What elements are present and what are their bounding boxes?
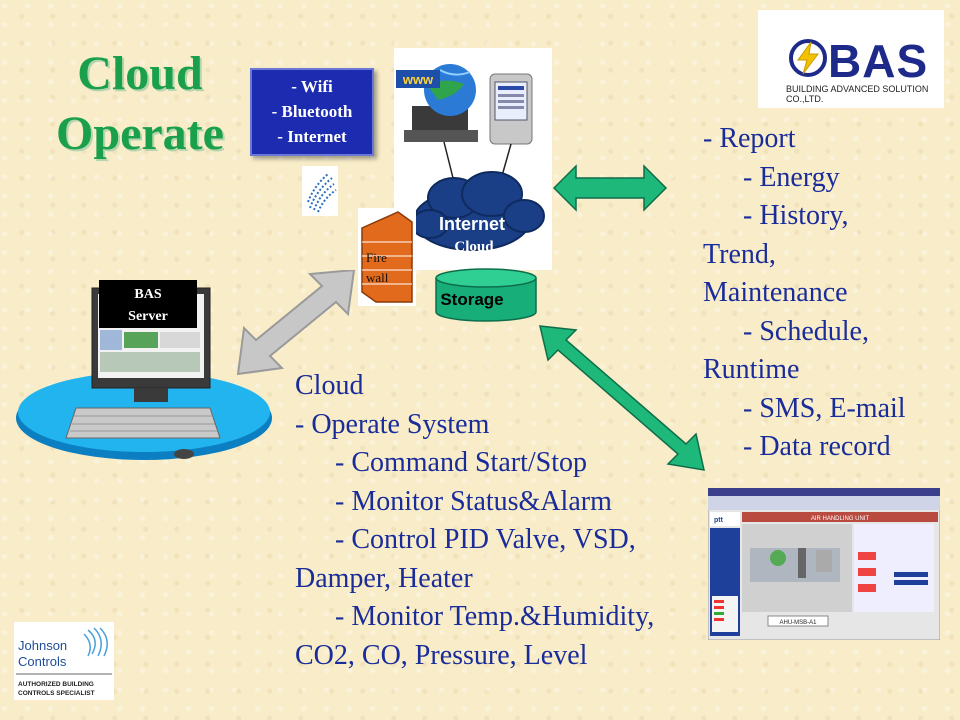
cloud-report-arrow — [552, 164, 668, 212]
server-label-2: Server — [128, 309, 168, 324]
cloud-item: - Command Start/Stop — [335, 447, 587, 478]
jc-line-3: AUTHORIZED BUILDING — [18, 681, 94, 688]
www-label: www — [402, 72, 434, 87]
logo-brand: BAS — [828, 35, 929, 87]
jc-swirl-icon — [83, 627, 108, 657]
cloud-item-cont: CO2, CO, Pressure, Level — [295, 639, 588, 671]
storage-cylinder: Storage — [435, 268, 537, 322]
logo-subtitle: BUILDING ADVANCED SOLUTION CO.,LTD. — [786, 84, 929, 104]
storage-scada-arrow — [539, 325, 705, 471]
johnson-controls-logo: Johnson Controls AUTHORIZED BUILDING CON… — [14, 622, 114, 700]
scada-header: AIR HANDLING UNIT — [811, 516, 870, 522]
report-item: - Data record — [743, 431, 891, 462]
connectivity-bluetooth: - Bluetooth — [271, 102, 353, 121]
title-line-1: Cloud — [77, 47, 203, 100]
report-item: - Schedule, — [743, 315, 869, 347]
report-item: - Energy — [743, 161, 840, 193]
report-item-cont: Runtime — [703, 354, 800, 385]
cloud-operations-list: Cloud - Operate System - Command Start/S… — [295, 367, 715, 675]
network-illustration: www Internet Cloud — [394, 48, 552, 270]
report-heading: - Report — [703, 123, 796, 154]
jc-line-1: Johnson — [18, 638, 67, 653]
cloud-label: Cloud — [454, 239, 494, 255]
wireless-icon — [302, 166, 338, 216]
bolt-icon — [789, 39, 827, 77]
connectivity-wifi: - Wifi — [291, 77, 333, 96]
storage-label: Storage — [440, 290, 503, 309]
cloud-heading: Cloud — [295, 370, 364, 401]
page-title: Cloud Operate — [30, 44, 250, 164]
cloud-item: - Monitor Temp.&Humidity, — [335, 601, 655, 632]
jc-line-4: CONTROLS SPECIALIST — [18, 690, 95, 697]
firewall-illustration: Fire wall — [358, 208, 416, 306]
cloud-subheading: - Operate System — [295, 408, 490, 440]
report-item-cont: Trend, — [703, 238, 776, 270]
bas-server-label: BAS Server — [99, 280, 197, 328]
cloud-item: - Control PID Valve, VSD, — [335, 524, 636, 555]
cloud-item-cont: Damper, Heater — [295, 562, 473, 594]
scada-tag: AHU-MSB-A1 — [779, 620, 817, 626]
server-label-1: BAS — [134, 287, 162, 302]
jc-line-2: Controls — [18, 654, 67, 669]
connectivity-internet: - Internet — [277, 127, 347, 146]
internet-label: Internet — [439, 214, 505, 234]
firewall-label-2: wall — [366, 270, 389, 285]
report-item-cont: Maintenance — [703, 277, 848, 308]
report-item: - SMS, E-mail — [743, 392, 906, 424]
firewall-label-1: Fire — [366, 250, 387, 265]
title-line-2: Operate — [56, 107, 224, 160]
report-list: - Report - Energy - History, Trend, Main… — [703, 120, 953, 467]
server-cloud-arrow — [236, 270, 356, 376]
scada-screenshot: ptt AIR HANDLING UNIT AHU-MSB-A1 — [707, 487, 941, 641]
cloud-item: - Monitor Status&Alarm — [335, 485, 612, 517]
report-item: - History, — [743, 200, 849, 231]
connectivity-box: - Wifi - Bluetooth - Internet — [250, 68, 374, 156]
scada-brand: ptt — [714, 517, 724, 524]
bas-logo: BAS BUILDING ADVANCED SOLUTION CO.,LTD. — [758, 10, 944, 108]
